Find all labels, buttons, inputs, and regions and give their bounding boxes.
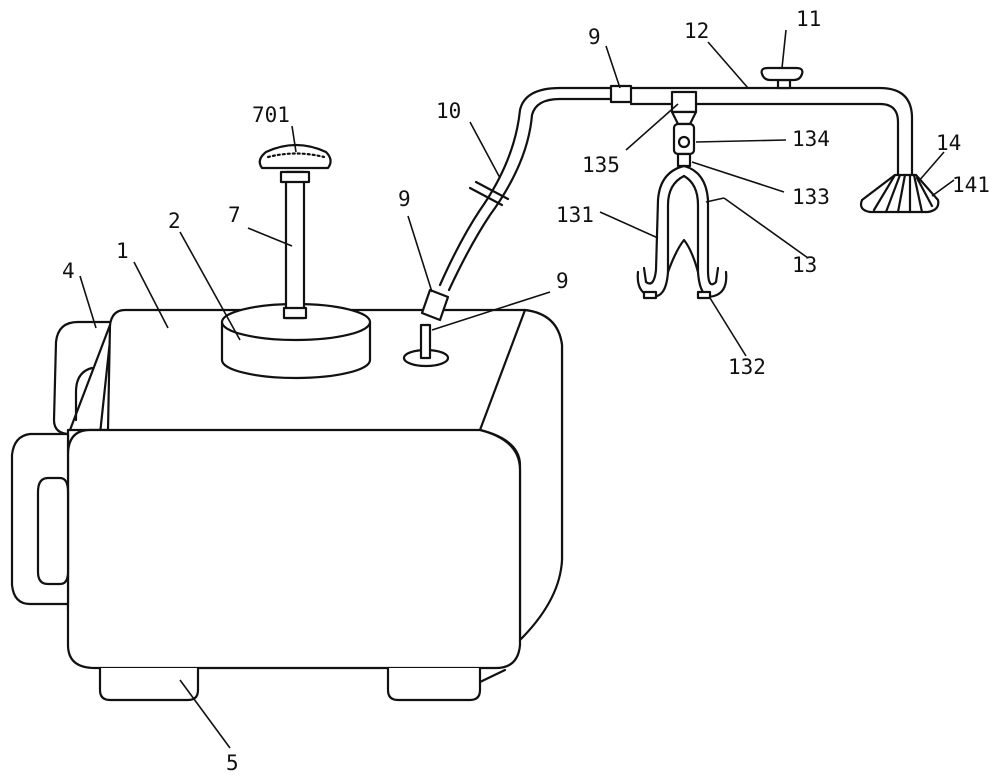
- label-9-hose: 9: [398, 187, 411, 211]
- label-10: 10: [436, 99, 461, 123]
- front-handle: [10, 432, 70, 606]
- reference-numerals: 1 2 4 5 7 701 9 9 9 10 11 12 13 131 132 …: [62, 7, 990, 775]
- label-141: 141: [952, 173, 990, 197]
- label-134: 134: [792, 127, 830, 151]
- clamp-mount: [670, 90, 698, 126]
- pipe-coupling: [609, 84, 633, 104]
- valve-knob: [760, 66, 804, 90]
- pump-rod: [279, 170, 311, 320]
- label-11: 11: [796, 7, 821, 31]
- base-feet: [98, 668, 507, 702]
- clamp-hinge: [672, 122, 696, 168]
- label-1: 1: [116, 239, 129, 263]
- label-131: 131: [556, 203, 594, 227]
- rear-handle: [52, 320, 114, 436]
- label-132: 132: [728, 355, 766, 379]
- label-2: 2: [168, 209, 181, 233]
- label-7: 7: [228, 203, 241, 227]
- tank-outlet: [402, 323, 450, 368]
- label-5: 5: [226, 751, 239, 775]
- spray-bar: [629, 86, 914, 177]
- hose: [438, 86, 614, 292]
- pump-knob: [258, 143, 332, 170]
- label-133: 133: [792, 185, 830, 209]
- label-4: 4: [62, 259, 75, 283]
- clamp-jaws: [636, 164, 728, 298]
- spray-nozzle: [859, 173, 940, 214]
- label-9-outlet: 9: [556, 269, 569, 293]
- label-9-pipe: 9: [588, 25, 601, 49]
- label-13: 13: [792, 253, 817, 277]
- label-701: 701: [252, 103, 290, 127]
- label-14: 14: [936, 131, 961, 155]
- clamp-pads: [642, 290, 712, 300]
- hose-coupling: [420, 288, 450, 322]
- label-135: 135: [582, 153, 620, 177]
- leader-lines: [79, 29, 955, 749]
- tank-body: [66, 308, 564, 670]
- label-12: 12: [684, 19, 709, 43]
